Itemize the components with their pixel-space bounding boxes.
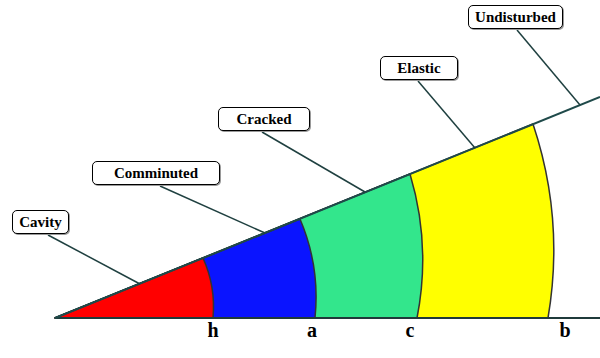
zone-radius-letter: c <box>406 319 415 341</box>
callout-box: Cracked <box>218 107 310 131</box>
leader-line <box>517 30 580 105</box>
zone-radius-letter: a <box>307 319 317 341</box>
callout-box: Undisturbed <box>468 5 563 29</box>
leader-line <box>48 235 140 284</box>
callout-box: Comminuted <box>92 161 220 185</box>
leader-line <box>262 132 365 192</box>
zone-radius-letter: h <box>207 319 218 341</box>
callout-box: Elastic <box>380 56 458 80</box>
callout-text: Elastic <box>397 58 440 78</box>
elastic-zone <box>55 124 554 318</box>
callout-text: Comminuted <box>114 163 198 183</box>
callout-text: Undisturbed <box>475 7 556 27</box>
zone-radius-letter: b <box>559 319 570 341</box>
callout-text: Cavity <box>19 212 62 232</box>
leader-line <box>418 81 475 148</box>
callout-box: Cavity <box>12 210 69 234</box>
callout-text: Cracked <box>237 109 292 129</box>
base-line <box>55 317 600 319</box>
upper-line <box>55 97 600 318</box>
leader-line <box>160 186 265 233</box>
